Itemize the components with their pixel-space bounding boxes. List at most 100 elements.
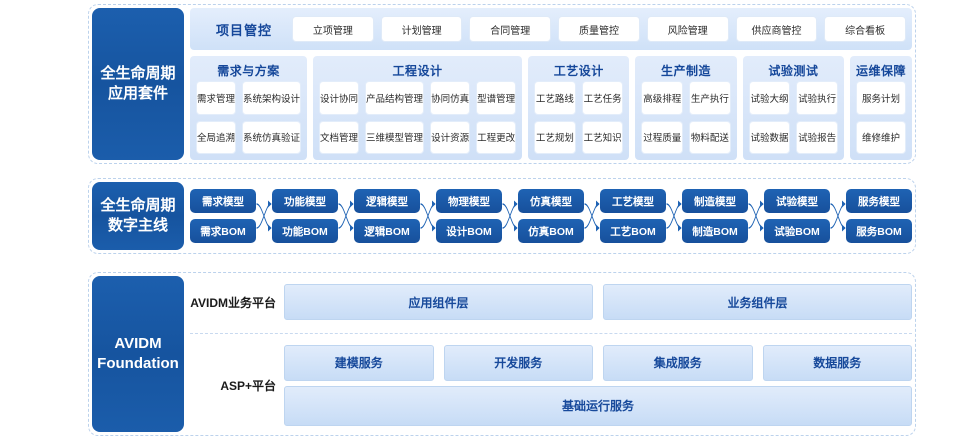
- foundation-divider: [190, 333, 912, 334]
- suite-group-requirements: 需求与方案 需求管理 系统架构设计 全局追溯 系统仿真验证: [190, 56, 308, 160]
- thread-model-box[interactable]: 制造模型: [682, 189, 748, 213]
- thread-bom-box[interactable]: 功能BOM: [272, 219, 338, 243]
- project-control-item[interactable]: 综合看板: [824, 16, 907, 42]
- group-item[interactable]: 工艺路线: [534, 81, 576, 115]
- avidm-foundation-body: AVIDM业务平台 应用组件层 业务组件层 ASP+平台 建模服务 开发服务 集…: [190, 276, 912, 432]
- thread-stage: 仿真模型仿真BOM: [518, 185, 584, 247]
- thread-stage: 功能模型功能BOM: [272, 185, 338, 247]
- avidm-business-platform-content: 应用组件层 业务组件层: [284, 284, 912, 320]
- project-control-item[interactable]: 立项管理: [292, 16, 374, 42]
- suite-group-maintenance: 运维保障 服务计划 维修维护: [849, 56, 912, 160]
- label-line-1: AVIDM: [114, 334, 162, 352]
- group-grid: 服务计划 维修维护: [855, 81, 906, 154]
- group-item[interactable]: 工艺任务: [581, 81, 624, 115]
- asp-service-box[interactable]: 数据服务: [762, 344, 912, 381]
- thread-bom-box[interactable]: 工艺BOM: [600, 219, 666, 243]
- group-item[interactable]: 工艺规划: [534, 120, 576, 154]
- group-item[interactable]: 型谱管理: [476, 81, 517, 115]
- group-item[interactable]: 试验报告: [796, 120, 838, 154]
- thread-stage: 工艺模型工艺BOM: [600, 185, 666, 247]
- thread-bom-box[interactable]: 制造BOM: [682, 219, 748, 243]
- thread-connector: [338, 185, 354, 247]
- asp-service-box[interactable]: 开发服务: [443, 344, 593, 381]
- thread-model-box[interactable]: 逻辑模型: [354, 189, 420, 213]
- project-control-item[interactable]: 供应商管控: [735, 16, 818, 42]
- group-item[interactable]: 系统架构设计: [242, 81, 302, 115]
- group-item[interactable]: 维修维护: [855, 120, 906, 154]
- thread-stage: 试验模型试验BOM: [764, 185, 830, 247]
- group-item[interactable]: 协同仿真: [430, 81, 471, 115]
- group-item[interactable]: 试验执行: [796, 81, 838, 115]
- thread-model-box[interactable]: 仿真模型: [518, 189, 584, 213]
- thread-stage: 需求模型需求BOM: [190, 185, 256, 247]
- group-item[interactable]: 物料配送: [689, 120, 731, 154]
- group-line: 过程质量 物料配送: [641, 120, 731, 154]
- suite-group-process-design: 工艺设计 工艺路线 工艺任务 工艺规划 工艺知识: [528, 56, 630, 160]
- project-control-item[interactable]: 合同管理: [469, 16, 552, 42]
- thread-bom-box[interactable]: 试验BOM: [764, 219, 830, 243]
- thread-connector: [256, 185, 272, 247]
- group-item[interactable]: 工艺知识: [581, 120, 624, 154]
- group-item[interactable]: 系统仿真验证: [242, 120, 302, 154]
- digital-thread-track: 需求模型需求BOM 功能模型功能BOM 逻辑模型逻辑BOM 物理模型设计BOM 仿真模型…: [190, 182, 912, 250]
- thread-model-box[interactable]: 工艺模型: [600, 189, 666, 213]
- thread-bom-box[interactable]: 设计BOM: [436, 219, 502, 243]
- application-component-layer-box[interactable]: 应用组件层: [284, 284, 593, 320]
- group-item[interactable]: 服务计划: [855, 81, 906, 115]
- thread-model-box[interactable]: 物理模型: [436, 189, 502, 213]
- business-component-layer-box[interactable]: 业务组件层: [603, 284, 912, 320]
- thread-bom-box[interactable]: 需求BOM: [190, 219, 256, 243]
- group-line: 维修维护: [855, 120, 906, 154]
- label-line-2: 应用套件: [107, 85, 168, 102]
- runtime-service-box[interactable]: 基础运行服务: [284, 385, 912, 426]
- avidm-business-platform-row: AVIDM业务平台 应用组件层 业务组件层: [190, 280, 912, 324]
- thread-bom-box[interactable]: 逻辑BOM: [354, 219, 420, 243]
- group-item[interactable]: 设计协同: [319, 81, 360, 115]
- asp-platform-label: ASP+平台: [220, 378, 276, 393]
- thread-connector: [420, 185, 436, 247]
- group-line: 工艺规划 工艺知识: [534, 120, 624, 154]
- group-title: 需求与方案: [217, 64, 280, 78]
- thread-bom-box[interactable]: 服务BOM: [846, 219, 912, 243]
- group-line: 试验大纲 试验执行: [748, 81, 838, 115]
- thread-connector: [584, 185, 600, 247]
- found-line: 应用组件层 业务组件层: [284, 284, 912, 320]
- asp-service-box[interactable]: 集成服务: [603, 344, 753, 381]
- thread-bom-box[interactable]: 仿真BOM: [518, 219, 584, 243]
- project-control-item[interactable]: 风险管理: [646, 16, 729, 42]
- asp-service-box[interactable]: 建模服务: [284, 344, 434, 381]
- group-item[interactable]: 三维模型管理: [365, 120, 425, 154]
- suite-group-row: 需求与方案 需求管理 系统架构设计 全局追溯 系统仿真验证 工程设计: [190, 56, 912, 160]
- label-line-1: 全生命周期: [100, 196, 176, 214]
- group-item[interactable]: 试验数据: [748, 120, 791, 154]
- group-item[interactable]: 过程质量: [641, 120, 684, 154]
- group-item[interactable]: 产品结构管理: [365, 81, 425, 115]
- avidm-business-platform-label: AVIDM业务平台: [190, 295, 276, 310]
- label-avidm-foundation: AVIDM Foundation: [92, 276, 184, 432]
- project-control-item[interactable]: 计划管理: [380, 16, 463, 42]
- thread-stage: 逻辑模型逻辑BOM: [354, 185, 420, 247]
- group-item[interactable]: 设计资源: [430, 120, 471, 154]
- group-grid: 高级排程 生产执行 过程质量 物料配送: [641, 81, 731, 154]
- group-item[interactable]: 试验大纲: [748, 81, 791, 115]
- group-item[interactable]: 文档管理: [319, 120, 360, 154]
- thread-connector: [502, 185, 518, 247]
- group-title: 运维保障: [855, 64, 906, 78]
- group-title: 试验测试: [768, 64, 819, 78]
- group-title: 工艺设计: [553, 64, 604, 78]
- thread-model-box[interactable]: 需求模型: [190, 189, 256, 213]
- label-lifecycle-application-suite: 全生命周期 应用套件: [92, 8, 184, 160]
- found-line: 基础运行服务: [284, 385, 912, 426]
- thread-model-box[interactable]: 试验模型: [764, 189, 830, 213]
- application-suite-body: 项目管控 立项管理 计划管理 合同管理 质量管控 风险管理 供应商管控 综合看板…: [190, 8, 912, 160]
- group-item[interactable]: 需求管理: [196, 81, 237, 115]
- group-item[interactable]: 高级排程: [641, 81, 684, 115]
- project-control-item[interactable]: 质量管控: [558, 16, 640, 42]
- group-item[interactable]: 生产执行: [689, 81, 731, 115]
- thread-model-box[interactable]: 服务模型: [846, 189, 912, 213]
- suite-group-manufacturing: 生产制造 高级排程 生产执行 过程质量 物料配送: [635, 56, 737, 160]
- group-item[interactable]: 工程更改: [476, 120, 517, 154]
- group-item[interactable]: 全局追溯: [196, 120, 237, 154]
- thread-model-box[interactable]: 功能模型: [272, 189, 338, 213]
